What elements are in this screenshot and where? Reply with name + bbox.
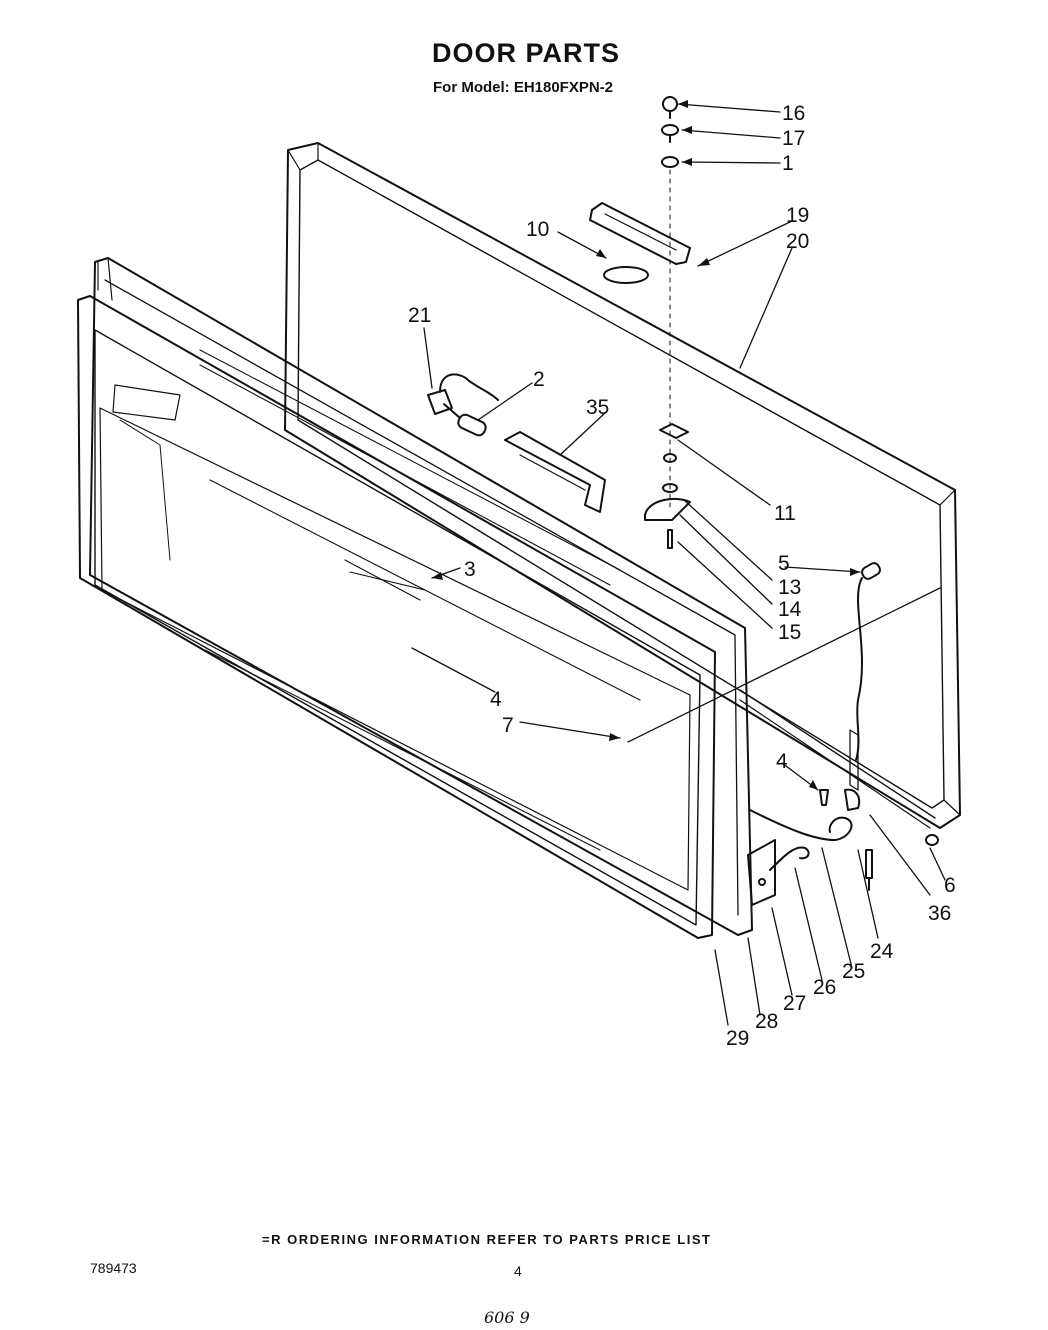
handwritten-mark: 606 9 <box>484 1308 530 1327</box>
callout-19: 19 <box>786 204 809 227</box>
callout-15: 15 <box>778 621 801 644</box>
outer-door-panel <box>284 142 961 829</box>
callout-25: 25 <box>842 960 865 983</box>
inner-liner-panel <box>89 257 753 936</box>
part-5 <box>849 562 881 791</box>
handle-part <box>589 202 691 265</box>
slot-10 <box>603 266 649 284</box>
callout-11: 11 <box>774 502 796 525</box>
callout-4b: 4 <box>776 750 788 773</box>
callout-4: 4 <box>490 688 502 711</box>
hook-26 <box>747 839 810 906</box>
page-title: DOOR PARTS <box>432 38 621 68</box>
callout-21: 21 <box>408 304 431 327</box>
hinge-hardware <box>644 423 691 549</box>
callout-16: 16 <box>782 102 805 125</box>
small-hardware <box>819 788 939 891</box>
callout-17: 17 <box>782 127 805 150</box>
document-number: 789473 <box>90 1260 137 1276</box>
bracket-35 <box>504 431 606 513</box>
callout-28: 28 <box>755 1010 778 1033</box>
callout-35: 35 <box>586 396 609 419</box>
arrow-heads <box>432 100 860 790</box>
leader-lines <box>411 103 946 1026</box>
ordering-note: =R ORDERING INFORMATION REFER TO PARTS P… <box>262 1232 712 1247</box>
callout-10: 10 <box>526 218 549 241</box>
part-2 <box>457 413 487 437</box>
callout-36: 36 <box>928 902 951 925</box>
callout-7: 7 <box>502 714 514 737</box>
hinge-stack <box>661 96 679 511</box>
trim-lines <box>199 349 641 851</box>
callout-13: 13 <box>778 576 801 599</box>
callout-3: 3 <box>464 558 476 581</box>
callout-1: 1 <box>782 152 794 175</box>
callout-26: 26 <box>813 976 836 999</box>
callout-27: 27 <box>783 992 806 1015</box>
bottom-rail <box>739 689 936 841</box>
page-number: 4 <box>514 1263 522 1279</box>
switch-21 <box>427 373 499 419</box>
callout-5: 5 <box>778 552 790 575</box>
front-door-frame <box>77 295 716 939</box>
model-subtitle: For Model: EH180FXPN-2 <box>433 79 614 96</box>
callout-6: 6 <box>944 874 956 897</box>
callout-24: 24 <box>870 940 894 963</box>
callout-20: 20 <box>786 230 809 253</box>
callout-2: 2 <box>533 368 545 391</box>
callout-29: 29 <box>726 1027 749 1050</box>
callout-14: 14 <box>778 598 802 621</box>
